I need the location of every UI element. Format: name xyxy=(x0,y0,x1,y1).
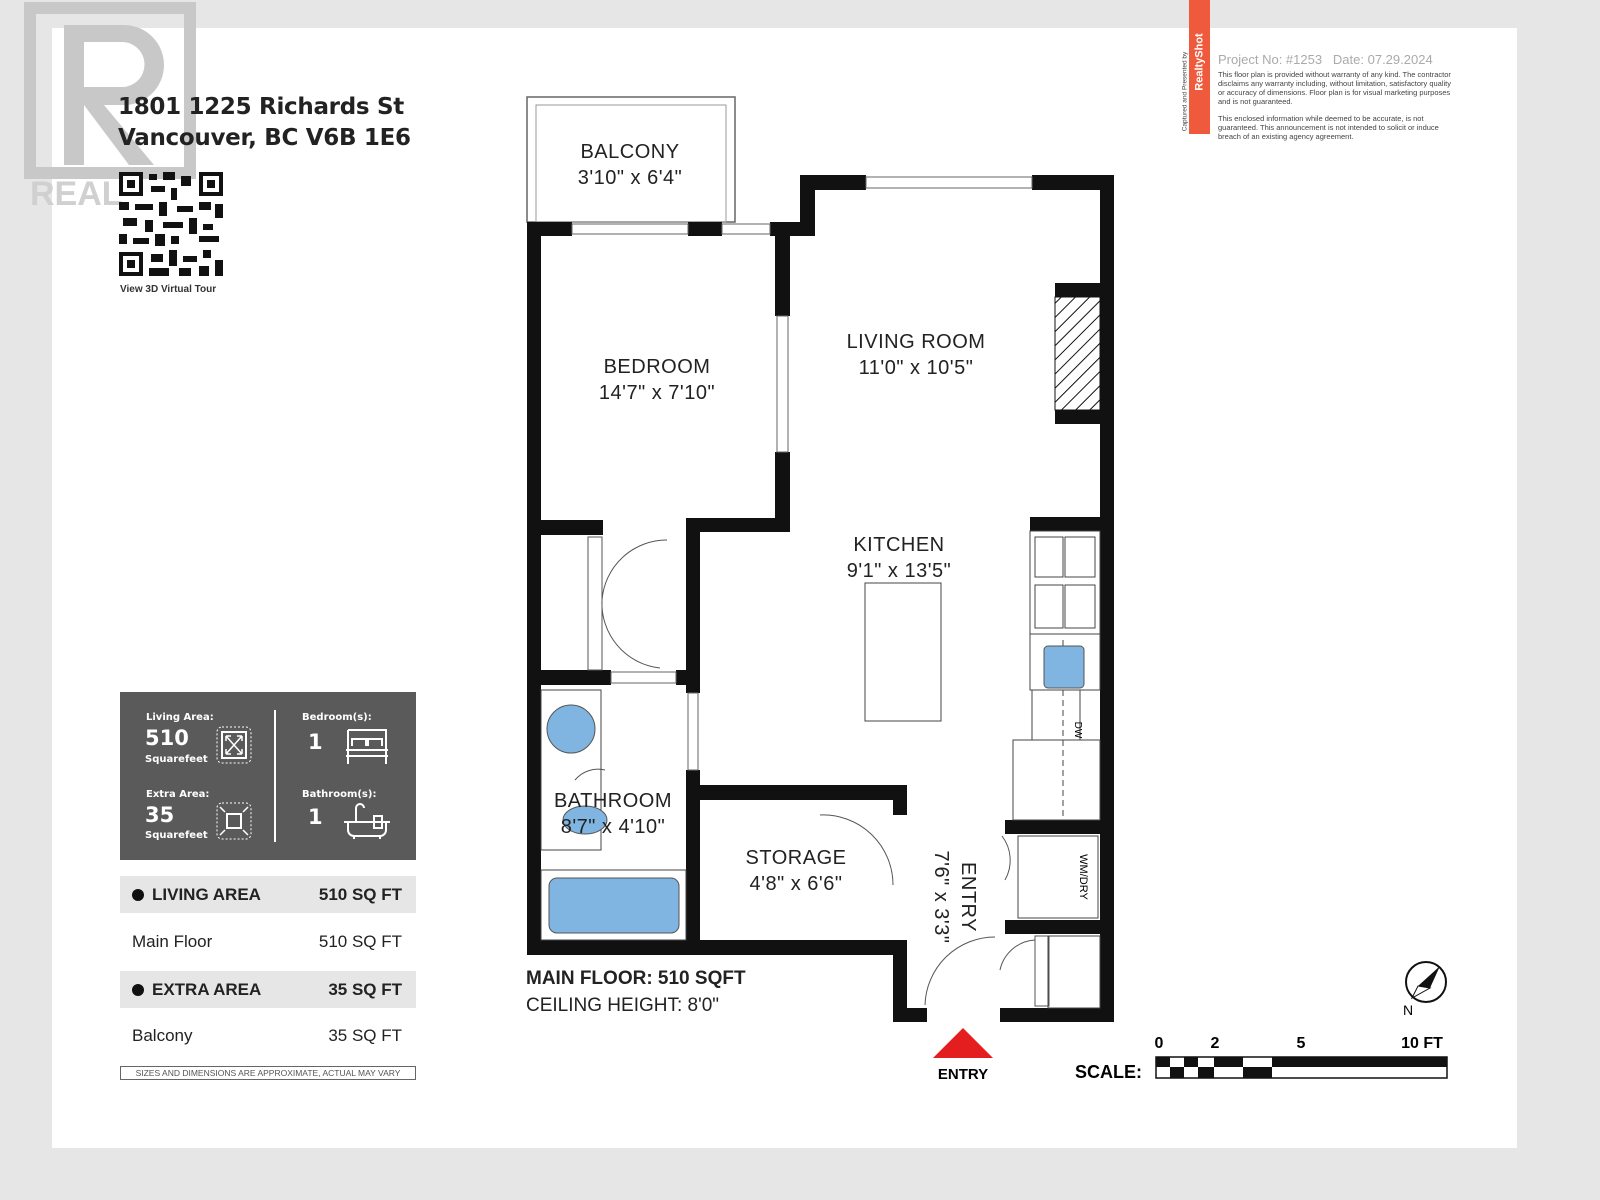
area-value: 510 SQ FT xyxy=(318,884,402,904)
bedroom-dims: 14'7" x 7'10" xyxy=(599,382,715,404)
area-label: Main Floor xyxy=(132,931,213,951)
kitchen-name: KITCHEN xyxy=(853,534,944,556)
extra-area-label: Extra Area: xyxy=(146,789,210,800)
area-row-extra: EXTRA AREA 35 SQ FT xyxy=(120,971,416,1008)
kitchen-dims: 9'1" x 13'5" xyxy=(847,560,952,582)
qr-caption: View 3D Virtual Tour xyxy=(120,284,217,295)
ceiling-height: CEILING HEIGHT: 8'0" xyxy=(526,995,720,1016)
living-room-name: LIVING ROOM xyxy=(847,331,986,353)
panel-divider xyxy=(274,710,276,842)
property-address: 1801 1225 Richards St Vancouver, BC V6B … xyxy=(118,92,411,154)
notice-paragraph-1: This floor plan is provided without warr… xyxy=(1218,70,1452,106)
extra-area-unit: Squarefeet xyxy=(145,830,208,841)
entry-marker-label: ENTRY xyxy=(938,1066,988,1083)
balcony-dims: 3'10" x 6'4" xyxy=(578,167,683,189)
floor-plan-sheet xyxy=(52,28,1517,1148)
living-area-label: Living Area: xyxy=(146,712,214,723)
floor-summary: MAIN FLOOR: 510 SQFT CEILING HEIGHT: 8'0… xyxy=(526,965,746,1019)
realtor-watermark-logo: REAL xyxy=(24,2,196,213)
bullet-icon xyxy=(132,984,144,997)
bed-icon xyxy=(346,729,388,764)
windows xyxy=(571,176,1033,771)
living-room-dims: 11'0" x 10'5" xyxy=(859,357,974,379)
disclaimer: SIZES AND DIMENSIONS ARE APPROXIMATE, AC… xyxy=(120,1066,416,1080)
bathroom-label: Bathroom(s): xyxy=(302,789,377,800)
bathroom-dims: 8'7" x 4'10" xyxy=(561,816,666,838)
bathroom-name: BATHROOM xyxy=(554,790,672,812)
kitchen-fixtures xyxy=(540,530,1101,1009)
toilet xyxy=(562,805,608,835)
expand-icon xyxy=(216,726,252,764)
scale-tick: 10 FT xyxy=(1401,1035,1443,1052)
scale-bar xyxy=(1155,1056,1448,1079)
bathtub-icon xyxy=(344,803,390,839)
wmdry-label: WM/DRY xyxy=(1077,854,1089,900)
address-line2: Vancouver, BC V6B 1E6 xyxy=(118,125,411,151)
notice-block: Project No: #1253 Date: 07.29.2024 This … xyxy=(1218,52,1458,141)
balcony-name: BALCONY xyxy=(580,141,679,163)
storage-dims: 4'8" x 6'6" xyxy=(750,873,843,895)
kitchen-sink xyxy=(1043,645,1085,689)
area-value: 35 SQ FT xyxy=(328,1025,402,1045)
walls xyxy=(527,175,1114,1022)
dw-label: DW xyxy=(1072,722,1083,739)
entry-dims: 7'6" x 3'3" xyxy=(930,851,952,944)
area-value: 510 SQ FT xyxy=(318,931,402,951)
bathroom-value: 1 xyxy=(308,805,323,829)
north-label: N xyxy=(1403,1002,1413,1018)
stats-panel: Living Area: 510 Squarefeet Extra Area: … xyxy=(120,692,416,860)
area-label: EXTRA AREA xyxy=(152,979,262,999)
bullet-icon xyxy=(132,889,144,902)
storage-name: STORAGE xyxy=(746,847,847,869)
bedroom-value: 1 xyxy=(308,730,323,754)
bathroom-sink xyxy=(546,704,596,754)
area-value: 35 SQ FT xyxy=(328,979,402,999)
scale-tick: 0 xyxy=(1155,1035,1164,1052)
kitchen-island xyxy=(864,582,942,722)
floor-title: MAIN FLOOR: 510 SQFT xyxy=(526,968,746,989)
scale-tick: 2 xyxy=(1211,1035,1220,1052)
bathtub xyxy=(548,877,680,934)
area-row-main-floor: Main Floor 510 SQ FT xyxy=(120,923,416,960)
balcony-inner xyxy=(535,104,727,223)
fireplace xyxy=(1054,296,1101,411)
svg-text:REAL: REAL xyxy=(30,175,123,213)
washer-dryer xyxy=(1017,835,1099,919)
address-line1: 1801 1225 Richards St xyxy=(118,94,404,120)
compress-icon xyxy=(216,802,252,840)
project-number: Project No: #1253 xyxy=(1218,52,1323,67)
entry-name: ENTRY xyxy=(957,862,979,932)
living-area-unit: Squarefeet xyxy=(145,754,208,765)
north-arrow-icon xyxy=(1405,961,1447,1003)
project-date: Date: 07.29.2024 xyxy=(1332,52,1433,67)
living-area-value: 510 xyxy=(145,726,189,750)
area-row-balcony: Balcony 35 SQ FT xyxy=(120,1017,416,1054)
area-row-living: LIVING AREA 510 SQ FT xyxy=(120,876,416,913)
bedroom-name: BEDROOM xyxy=(604,356,711,378)
scale-tick: 5 xyxy=(1297,1035,1306,1052)
doors xyxy=(574,536,1050,1007)
area-label: LIVING AREA xyxy=(152,884,261,904)
notice-paragraph-2: This enclosed information while deemed t… xyxy=(1218,114,1439,141)
qr-code[interactable] xyxy=(119,172,224,277)
scale-label: SCALE: xyxy=(1075,1062,1142,1082)
extra-area-value: 35 xyxy=(145,803,175,827)
area-label: Balcony xyxy=(132,1025,193,1045)
bedroom-label: Bedroom(s): xyxy=(302,712,372,723)
realtyshot-brand-bar: RealtyShot xyxy=(1189,0,1210,134)
entry-arrow-icon xyxy=(933,1028,993,1058)
